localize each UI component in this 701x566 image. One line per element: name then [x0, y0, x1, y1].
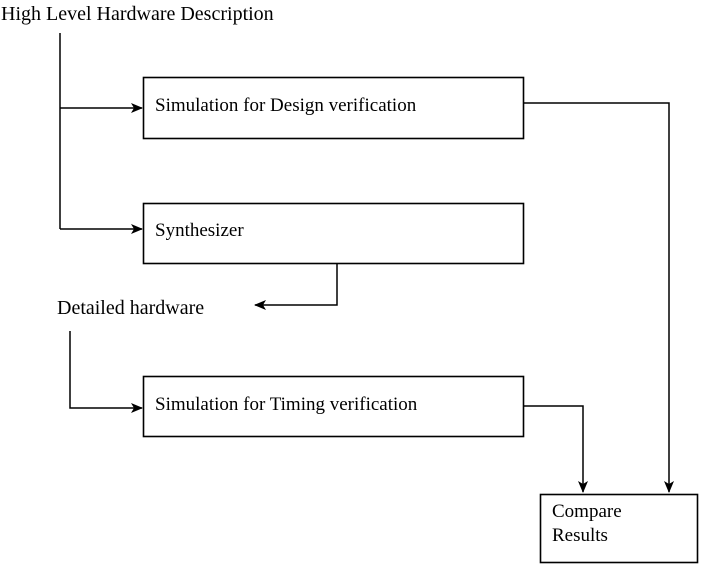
- node-box-sim-timing: [142, 375, 525, 438]
- connector-sim-design-to-compare-results: [524, 102, 674, 493]
- connector-sim-timing-to-compare-results: [524, 405, 588, 493]
- label-detailed-hardware: Detailed hardware: [57, 297, 205, 319]
- connector-detailed-hardware-to-sim-timing: [69, 331, 143, 413]
- node-box-synthesizer: [142, 202, 525, 265]
- page-title: High Level Hardware Description: [1, 3, 274, 25]
- node-box-compare-results: [539, 493, 699, 564]
- node-box-sim-design: [142, 76, 525, 140]
- connector-synthesizer-to-detailed-hardware: [254, 264, 338, 310]
